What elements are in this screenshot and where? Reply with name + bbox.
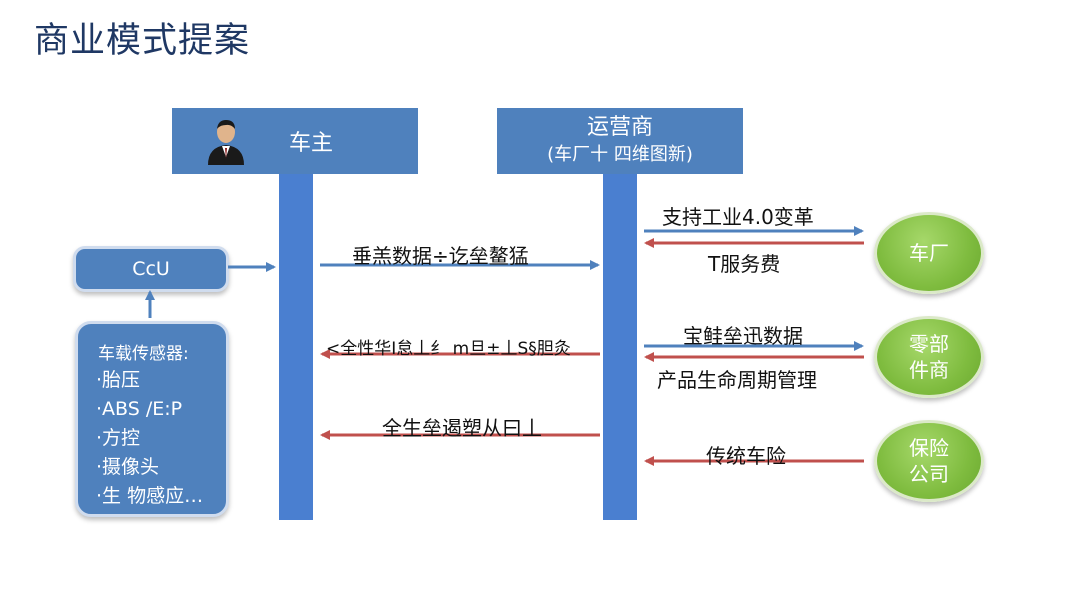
owner-lane (279, 174, 313, 520)
operator-name: 运营商 (587, 114, 653, 142)
sensor-item: ·ABS /E:P (96, 395, 203, 424)
factory-label: 车厂 (909, 240, 949, 266)
page-title: 商业模式提案 (34, 12, 250, 63)
parts-supplier-node: 零部 件商 (874, 316, 984, 398)
factory-to-label: 支持工业4.0变革 (662, 201, 814, 230)
parts-label-line1: 零部 (909, 331, 949, 357)
parts-to-label: 宝鲑垒迅数据 (683, 320, 803, 349)
factory-node: 车厂 (874, 212, 984, 294)
owner-to-operator-label: 垂羔数据÷讫垒鳌猛 (352, 240, 529, 269)
operator-header: 运营商 (车厂十 四维图新) (497, 108, 743, 174)
operator-to-owner-label-2: 全生垒遏塑从曰丄 (382, 412, 542, 441)
factory-from-label: T服务费 (708, 248, 780, 277)
insurance-label-line2: 公司 (909, 461, 949, 487)
insurance-from-label: 传统车险 (706, 440, 786, 469)
owner-label: 车主 (289, 125, 333, 157)
sensors-heading: 车载传感器: (98, 340, 189, 369)
sensor-item: ·胎压 (96, 366, 203, 395)
sensor-item: ·摄像头 (96, 453, 203, 482)
parts-from-label: 产品生命周期管理 (657, 364, 817, 393)
insurance-node: 保险 公司 (874, 420, 984, 502)
person-avatar-icon (204, 117, 248, 165)
parts-label-line2: 件商 (909, 357, 949, 383)
insurance-label-line1: 保险 (909, 435, 949, 461)
owner-header: 车主 (172, 108, 418, 174)
sensors-box: 车载传感器: ·胎压 ·ABS /E:P ·方控 ·摄像头 ·生 物感应… (75, 321, 229, 517)
operator-lane (603, 174, 637, 520)
sensor-item: ·方控 (96, 424, 203, 453)
sensor-item: ·生 物感应… (96, 482, 203, 511)
operator-to-owner-label-1: <全性华I怠丄纟 m旦±丄S§胆灸 (326, 334, 571, 359)
ccu-label: CcU (132, 258, 170, 280)
operator-subtitle: (车厂十 四维图新) (547, 142, 693, 168)
ccu-box: CcU (73, 246, 229, 292)
